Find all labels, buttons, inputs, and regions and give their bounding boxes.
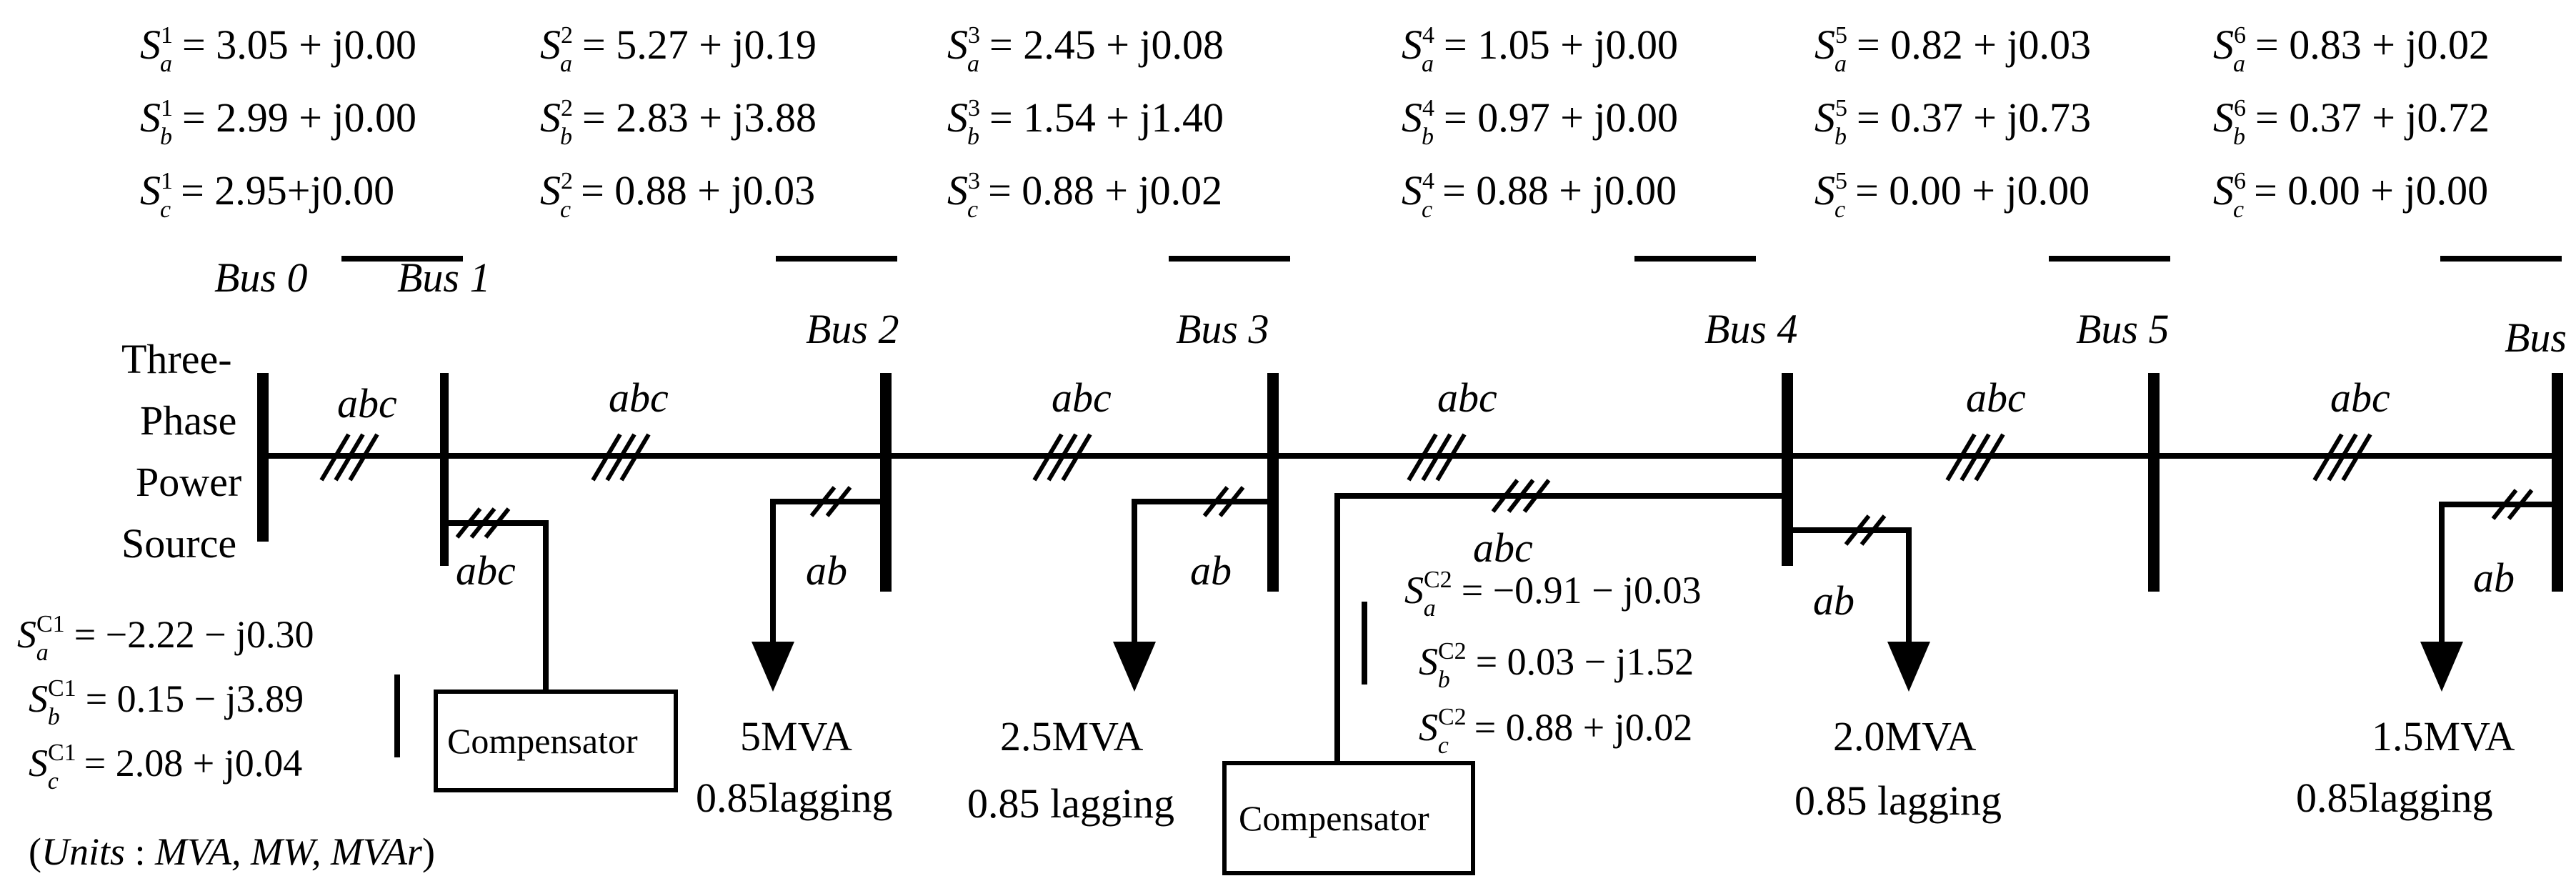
line-phase-label-2: abc [609,374,669,421]
slash-line-1-2 [591,433,651,482]
line-phase-label-4: abc [1437,374,1497,421]
compensator-box-2 [1222,761,1475,875]
slash-tap-bus4-compensator [1491,479,1551,513]
load-labels: 5MVA 0.85lagging 2.5MVA 0.85 lagging 2.0… [696,713,2515,827]
load-arrow-4 [2420,642,2463,692]
load-arrow-1 [752,642,794,692]
bus4-load-feed [1787,527,1912,643]
bus3-load-feed [1132,499,1273,643]
slash-line-2-3 [1032,433,1092,482]
load-arrow-2 [1113,642,1156,692]
slash-tap-bus4-load [1844,514,1887,546]
units-note: (Units : MVA, MW, MVAr) [29,830,435,873]
source-label-line-4: Source [121,520,236,567]
bus-label-4: Bus 4 [1704,306,1798,352]
phase-slash-marks [319,433,2534,546]
load-2-rating: 2.5MVA [1000,713,1143,760]
slash-line-5-6 [2312,433,2372,482]
one-line-wiring [257,373,2563,875]
source-label-line-2: Phase [140,397,236,444]
line-phase-label-5: abc [1966,374,2026,421]
bus-label-5: Bus 5 [2076,306,2170,352]
bus-label-6: Bus 6 [2505,314,2576,361]
slash-tap-bus6 [2491,489,2534,520]
slash-line-0-1 [319,433,379,482]
tap-phase-label-bus4-load: ab [1813,577,1854,624]
load-4-rating: 1.5MVA [2372,713,2515,760]
load-1-pf: 0.85lagging [696,775,892,821]
load-arrow-3 [1887,642,1930,692]
flow-arrows [341,256,2562,758]
source-label: Three- Phase Power Source [121,336,241,567]
load-4-pf: 0.85lagging [2296,775,2492,821]
compensator-1-label: Compensator [447,721,638,761]
tap-phase-label-bus4-compensator: abc [1473,524,1533,571]
compensator-2-label: Compensator [1239,798,1429,838]
source-label-line-3: Power [136,459,241,505]
tap-phase-label-bus3: ab [1190,547,1232,594]
bus1-compensator-feed [444,520,549,692]
load-2-pf: 0.85 lagging [967,780,1174,827]
compensator-box-1 [434,690,678,792]
slash-tap-bus2 [809,486,852,517]
slash-line-3-4 [1407,433,1467,482]
line-phase-label-6: abc [2330,374,2390,421]
load-1-rating: 5MVA [740,713,852,760]
load-3-pf: 0.85 lagging [1794,777,2002,824]
tap-phase-label-bus2: ab [806,547,847,594]
bus-label-3: Bus 3 [1176,306,1269,352]
source-label-line-1: Three- [121,336,232,382]
phase-labels: abc abc abc abc abc abc abc ab ab abc ab… [337,374,2515,624]
bus-label-2: Bus 2 [806,306,899,352]
slash-tap-bus3 [1202,486,1245,517]
slash-line-4-5 [1945,433,2005,482]
tap-phase-label-bus6: ab [2473,554,2515,601]
bus-label-0: Bus 0 [214,254,308,301]
bus-label-1: Bus 1 [397,254,491,301]
slash-tap-bus1 [455,507,511,539]
line-phase-label-3: abc [1052,374,1112,421]
bus4-compensator-feed [1334,493,1787,763]
load-3-rating: 2.0MVA [1833,713,1976,760]
line-phase-label-1: abc [337,380,397,427]
bus-labels: Bus 0 Bus 1 Bus 2 Bus 3 Bus 4 Bus 5 Bus … [214,254,2576,361]
tap-phase-label-bus1: abc [456,547,516,594]
bus2-load-feed [770,499,886,643]
